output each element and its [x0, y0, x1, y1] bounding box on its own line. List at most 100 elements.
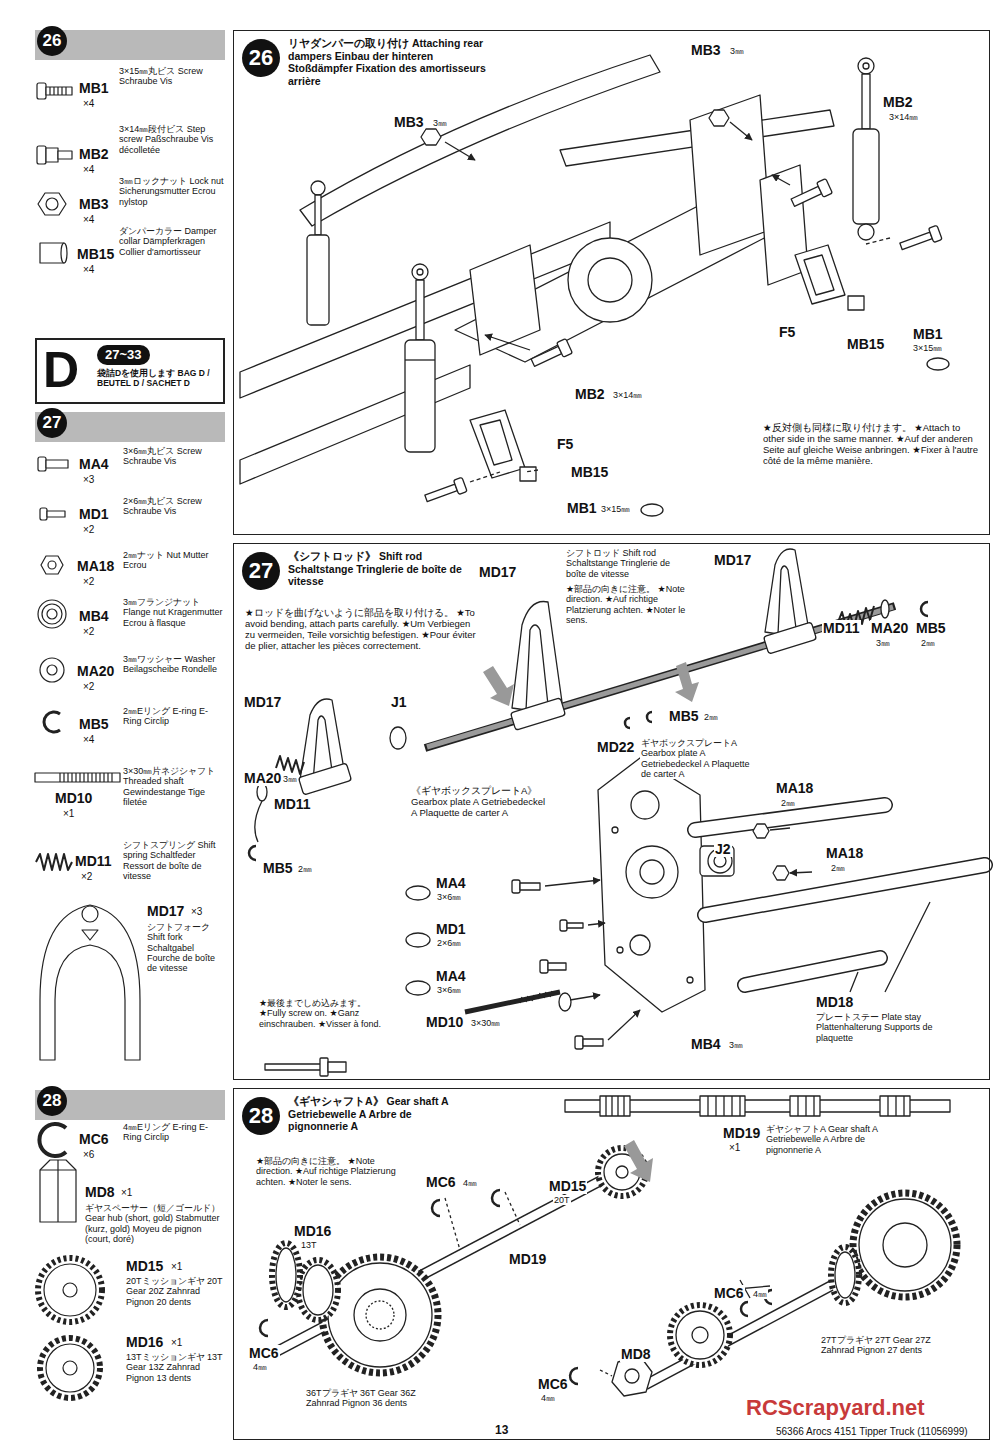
- part-note: 3㎜: [728, 1040, 744, 1050]
- part-code: MC6: [713, 1285, 745, 1301]
- part-code: J1: [390, 694, 408, 710]
- part-code: F5: [778, 324, 796, 340]
- part-note: ×4: [82, 98, 95, 110]
- part-note: ×2: [82, 576, 95, 588]
- part-note: 《ギヤボックスプレートA》 Gearbox plate A Getriebede…: [410, 786, 547, 819]
- part-code: MB5: [915, 620, 947, 636]
- part-code: F5: [556, 436, 574, 452]
- part-note: 2㎜: [297, 864, 313, 874]
- part-code: MD15: [125, 1258, 164, 1274]
- part-code: MC6: [537, 1376, 569, 1392]
- part-code: MB15: [846, 336, 885, 352]
- step-header: 28: [35, 1090, 225, 1120]
- part-code: MB15: [76, 246, 115, 262]
- part-note: 56366 Arocs 4151 Tipper Truck (11056999): [775, 1426, 969, 1438]
- part-code: MD11: [74, 853, 113, 869]
- part-code: MB2: [78, 146, 110, 162]
- part-note: 4㎜: [462, 1178, 478, 1188]
- part-note: 3㎜ロックナット Lock nut Sicherungsmutter Ecrou…: [118, 176, 225, 207]
- part-note: ×1: [62, 808, 75, 820]
- part-code: MB2: [882, 94, 914, 110]
- part-note: 4㎜Eリング E-ring E-Ring Circlip: [122, 1122, 224, 1143]
- part-code: MD22: [596, 739, 635, 755]
- part-note: 3㎜フランジナット Flange nut Kragenmutter Ecrou …: [122, 597, 224, 628]
- part-note: ★部品の向きに注意。 ★Note direction. ★Auf richtig…: [255, 1156, 407, 1187]
- part-note: ×1: [170, 1261, 183, 1273]
- part-code: MA18: [76, 558, 115, 574]
- part-code: MD10: [54, 790, 93, 806]
- part-code: MD17: [243, 694, 282, 710]
- part-code: MB1: [912, 326, 944, 342]
- part-code: MB2: [574, 386, 606, 402]
- part-note: ×2: [80, 871, 93, 883]
- part-note: 3×14㎜: [612, 390, 643, 400]
- part-note: 2㎜: [830, 863, 846, 873]
- part-code: MB15: [570, 464, 609, 480]
- part-code: MD15: [548, 1178, 587, 1194]
- part-code: MD8: [620, 1346, 652, 1362]
- part-code: 13: [494, 1424, 509, 1438]
- part-note: プレートステー Plate stay Plattenhalterung Supp…: [815, 1012, 937, 1043]
- part-code: MB1: [78, 80, 110, 96]
- part-note: ★反対側も同様に取り付けます。 ★Attach to other side in…: [762, 423, 982, 467]
- step-number: 27: [242, 552, 280, 590]
- part-code: MB3: [690, 42, 722, 58]
- part-note: ★部品の向きに注意。 ★Note direction. ★Auf richtig…: [565, 584, 687, 625]
- part-code: MD19: [722, 1125, 761, 1141]
- part-code: MB5: [668, 708, 700, 724]
- part-note: ×3: [190, 906, 203, 918]
- part-note: ×1: [120, 1187, 133, 1199]
- part-note: ×4: [82, 264, 95, 276]
- part-note: ×2: [82, 524, 95, 536]
- step-header: 26: [35, 30, 225, 60]
- step-number: 26: [37, 26, 67, 56]
- gear-shaft-assembly: [260, 1096, 957, 1396]
- part-note: ×1: [728, 1142, 741, 1154]
- part-note: 3×14㎜段付ビス Step screw Paßschraube Vis déc…: [118, 124, 225, 155]
- part-code: MC6: [425, 1174, 457, 1190]
- part-note: ×3: [82, 474, 95, 486]
- part-note: 3㎜: [875, 638, 891, 648]
- part-note: 2㎜: [920, 638, 936, 648]
- part-note: 3×14㎜: [888, 112, 919, 122]
- part-note: 2㎜ナット Nut Mutter Ecrou: [122, 550, 224, 571]
- part-note: ×4: [82, 734, 95, 746]
- part-note: 20T: [553, 1195, 571, 1205]
- bag-note: 袋詰Dを使用します BAG D / BEUTEL D / SACHET D: [97, 368, 221, 388]
- part-note: 3×6㎜丸ビス Screw Schraube Vis: [122, 446, 224, 467]
- part-note: ★最後までしめ込みます。 ★Fully screw on. ★Ganz eins…: [258, 998, 390, 1029]
- part-code: MD17: [713, 552, 752, 568]
- part-code: MD17: [146, 903, 185, 919]
- part-note: 2㎜: [703, 712, 719, 722]
- part-code: MB5: [262, 860, 294, 876]
- part-note: ×6: [82, 1149, 95, 1161]
- part-note: 4㎜: [252, 1362, 268, 1372]
- part-code: MD16: [125, 1334, 164, 1350]
- step-number: 26: [242, 39, 280, 77]
- part-note: 13Tミッションギヤ 13T Gear 13Z Zahnrad Pignon 1…: [125, 1352, 227, 1383]
- part-note: ★ロッドを曲げないように部品を取り付ける。 ★To avoid bending,…: [244, 608, 478, 652]
- step-range: 27~33: [97, 345, 150, 365]
- part-note: 13T: [300, 1240, 318, 1250]
- step-number: 28: [242, 1097, 280, 1135]
- part-note: ダンパーカラー Damper collar Dämpferkragen Coll…: [118, 226, 225, 257]
- part-note: ×2: [82, 681, 95, 693]
- part-code: MB5: [78, 716, 110, 732]
- part-note: 3㎜ワッシャー Washer Beilagscheibe Rondelle: [122, 654, 224, 675]
- part-code: MB4: [78, 608, 110, 624]
- part-note: 4㎜: [752, 1289, 768, 1299]
- part-note: 4㎜: [540, 1393, 556, 1403]
- part-note: 27Tプラギヤ 27T Gear 27Z Zahnrad Pignon 27 d…: [820, 1335, 932, 1356]
- part-note: 3×15㎜: [600, 504, 631, 514]
- part-note: 3×15㎜丸ビス Screw Schraube Vis: [118, 66, 220, 87]
- part-code: MD11: [273, 796, 312, 812]
- watermark: RCScrapyard.net: [745, 1395, 926, 1420]
- part-code: MD18: [815, 994, 854, 1010]
- part-note: シフトロッド Shift rod Schaltstange Tringlerie…: [565, 548, 682, 579]
- part-code: MA4: [435, 875, 467, 891]
- part-note: 36Tプラギヤ 36T Gear 36Z Zahnrad Pignon 36 d…: [305, 1388, 417, 1409]
- part-note: ×4: [82, 214, 95, 226]
- part-note: 3×6㎜: [436, 892, 462, 902]
- part-note: ギヤスペーサー（短／ゴールド） Gear hub (short, gold) S…: [84, 1203, 224, 1244]
- part-code: J2: [714, 841, 732, 857]
